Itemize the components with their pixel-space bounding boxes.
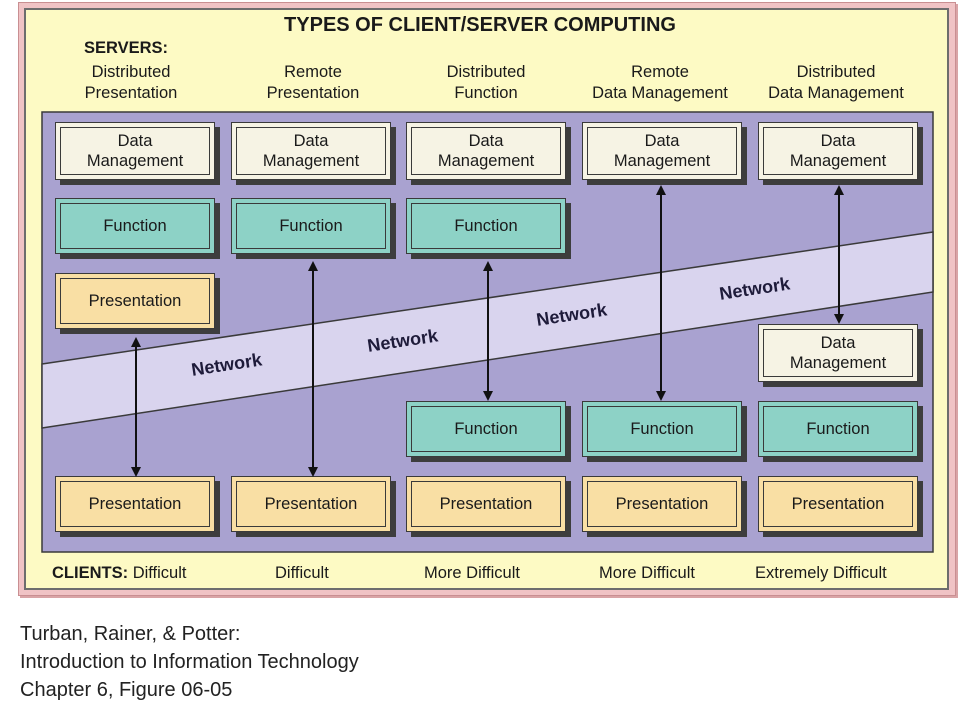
box-label-line2: Management — [262, 152, 360, 170]
column-label-line1: Distributed — [796, 63, 876, 81]
column-label-line1: Remote — [631, 63, 689, 81]
caption-line1: Turban, Rainer, & Potter: — [20, 623, 241, 645]
column-label-line2: Presentation — [266, 84, 360, 102]
client-presentation-box-3: Presentation — [406, 476, 566, 532]
box-label: Presentation — [88, 495, 182, 513]
box-label-line1: Data — [117, 132, 153, 150]
server-function-box-2: Function — [231, 198, 391, 254]
client-presentation-box-4: Presentation — [582, 476, 742, 532]
box-label-line2: Management — [437, 152, 535, 170]
box-label: Function — [279, 217, 343, 235]
client-presentation-box-1: Presentation — [55, 476, 215, 532]
client-presentation-box-5: Presentation — [758, 476, 918, 532]
box-label-line2: Management — [789, 354, 887, 372]
server-function-box-3: Function — [406, 198, 566, 254]
client-difficulty-1: Difficult — [132, 564, 187, 582]
client-presentation-box-2: Presentation — [231, 476, 391, 532]
server-function-box-1: Function — [55, 198, 215, 254]
box-label: Function — [454, 420, 518, 438]
servers-label: SERVERS: — [84, 39, 169, 57]
clients-label: CLIENTS: — [52, 564, 129, 582]
box-label-line1: Data — [820, 334, 856, 352]
client-function-box-5: Function — [758, 401, 918, 457]
box-label: Function — [103, 217, 167, 235]
caption-line2: Introduction to Information Technology — [20, 651, 359, 673]
diagram-title: TYPES OF CLIENT/SERVER COMPUTING — [284, 14, 676, 36]
column-label-line2: Data Management — [592, 84, 728, 102]
column-label-line1: Distributed — [91, 63, 171, 81]
client-difficulty-2: Difficult — [275, 564, 329, 582]
box-label-line1: Data — [644, 132, 680, 150]
column-label-line1: Remote — [284, 63, 342, 81]
box-label: Function — [630, 420, 694, 438]
column-label-2: Remote Presentation — [225, 62, 401, 104]
box-label-line2: Management — [86, 152, 184, 170]
client-function-box-4: Function — [582, 401, 742, 457]
box-label-line2: Management — [789, 152, 887, 170]
box-label-line1: Data — [468, 132, 504, 150]
column-label-line2: Data Management — [768, 84, 904, 102]
box-label: Presentation — [615, 495, 709, 513]
server-presentation-box-1: Presentation — [55, 273, 215, 329]
box-label-line2: Management — [613, 152, 711, 170]
column-label-line2: Presentation — [84, 84, 178, 102]
box-label: Presentation — [791, 495, 885, 513]
column-label-5: Distributed Data Management — [748, 62, 924, 104]
box-label: Presentation — [439, 495, 533, 513]
client-difficulty-3: More Difficult — [424, 564, 520, 582]
clients-col1: CLIENTS: Difficult — [52, 564, 186, 583]
caption-line3: Chapter 6, Figure 06-05 — [20, 679, 233, 701]
column-label-1: Distributed Presentation — [43, 62, 219, 104]
box-label: Presentation — [88, 292, 182, 310]
client-difficulty-4: More Difficult — [599, 564, 695, 582]
box-label-line1: Data — [820, 132, 856, 150]
column-label-line2: Function — [454, 84, 518, 102]
column-label-line1: Distributed — [446, 63, 526, 81]
column-label-4: Remote Data Management — [572, 62, 748, 104]
column-label-3: Distributed Function — [398, 62, 574, 104]
box-label: Function — [806, 420, 870, 438]
box-label: Function — [454, 217, 518, 235]
box-label: Presentation — [264, 495, 358, 513]
client-difficulty-5: Extremely Difficult — [755, 564, 887, 582]
client-function-box-3: Function — [406, 401, 566, 457]
box-label-line1: Data — [293, 132, 329, 150]
